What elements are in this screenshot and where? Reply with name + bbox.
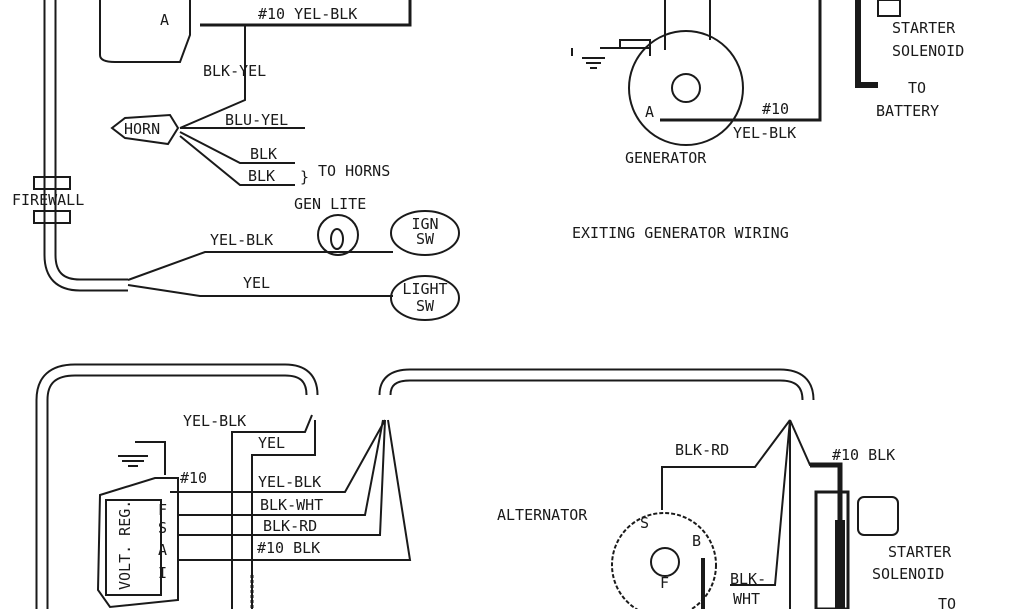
wire-label: YEL [258, 434, 285, 452]
alternator [611, 512, 717, 609]
top-right-section: A #10 YEL-BLK GENERATOR STARTER SOLENOID… [571, 0, 964, 242]
starter-label: STARTER [888, 543, 952, 561]
terminal-f: F [158, 501, 167, 519]
wire-label: YEL-BLK [210, 231, 273, 249]
generator-label: GENERATOR [625, 149, 707, 167]
regulator-terminal-a: A [160, 11, 169, 29]
bottom-section: YEL-BLK YEL #10 VOLT. REG. F S A I YEL-B… [35, 363, 956, 609]
wire-label: YEL-BLK [733, 124, 796, 142]
terminal-i: I [158, 564, 167, 582]
wire-label: #10 [180, 469, 207, 487]
wiring-harness [43, 0, 128, 292]
solenoid-label: SOLENOID [892, 42, 964, 60]
regulator-label: VOLT. REG. [116, 500, 134, 590]
wire-label: BLK- [730, 570, 766, 588]
alt-terminal-f: F [660, 574, 669, 592]
to-label: TO [908, 79, 926, 97]
sw-label: SW [416, 230, 435, 248]
light-switch [390, 275, 460, 321]
starter-label: STARTER [892, 19, 956, 37]
wire-label: #10 BLK [257, 539, 320, 557]
generator [628, 30, 744, 146]
sw-label: SW [416, 297, 435, 315]
horn-label: HORN [124, 120, 160, 138]
solenoid-label: SOLENOID [872, 565, 944, 583]
wire-label: YEL-BLK [183, 412, 246, 430]
alt-terminal-s: S [640, 514, 649, 532]
voltage-regulator [99, 0, 191, 63]
wire-label: WHT [733, 590, 760, 608]
firewall-grommet [33, 176, 71, 190]
gen-terminal-a: A [645, 103, 654, 121]
voltage-regulator [96, 477, 179, 609]
wire-label: BLK-RD [675, 441, 729, 459]
battery-label: BATTERY [876, 102, 939, 120]
wire-label: BLK [250, 145, 277, 163]
horn-relay [110, 113, 180, 146]
brace: } [300, 168, 309, 186]
wire-label: #10 [762, 100, 789, 118]
light-label: LIGHT [402, 280, 447, 298]
wire-label: #10 YEL-BLK [258, 5, 357, 23]
alternator-label: ALTERNATOR [497, 506, 588, 524]
starter-solenoid-icon [877, 0, 901, 17]
wire-label: BLK [248, 167, 275, 185]
diagram-caption: EXITING GENERATOR WIRING [572, 224, 789, 242]
gen-lite-bulb-icon [317, 214, 359, 256]
ground-icon [619, 39, 651, 56]
wire-label: YEL [243, 274, 270, 292]
top-left-section: FIREWALL A #10 YEL-BLK BLK-YEL HORN BLU-… [12, 0, 460, 321]
wire-label: BLK-RD [263, 517, 317, 535]
wire-label: YEL-BLK [258, 473, 321, 491]
ign-label: IGN [411, 215, 438, 233]
terminal-s: S [158, 519, 167, 537]
wire-label: BLK-YEL [203, 62, 266, 80]
to-label: TO [938, 595, 956, 609]
starter-solenoid-icon [857, 496, 899, 536]
gen-lite-label: GEN LITE [294, 195, 366, 213]
terminal-a: A [158, 541, 167, 559]
wire-label: #10 BLK [832, 446, 895, 464]
ground-icon [118, 441, 166, 475]
alt-terminal-b: B [692, 532, 701, 550]
ignition-switch [390, 210, 460, 256]
wire-label: BLU-YEL [225, 111, 288, 129]
wire-label: TO HORNS [318, 162, 390, 180]
wire-label: BLK-WHT [260, 496, 323, 514]
firewall-label: FIREWALL [12, 191, 84, 209]
